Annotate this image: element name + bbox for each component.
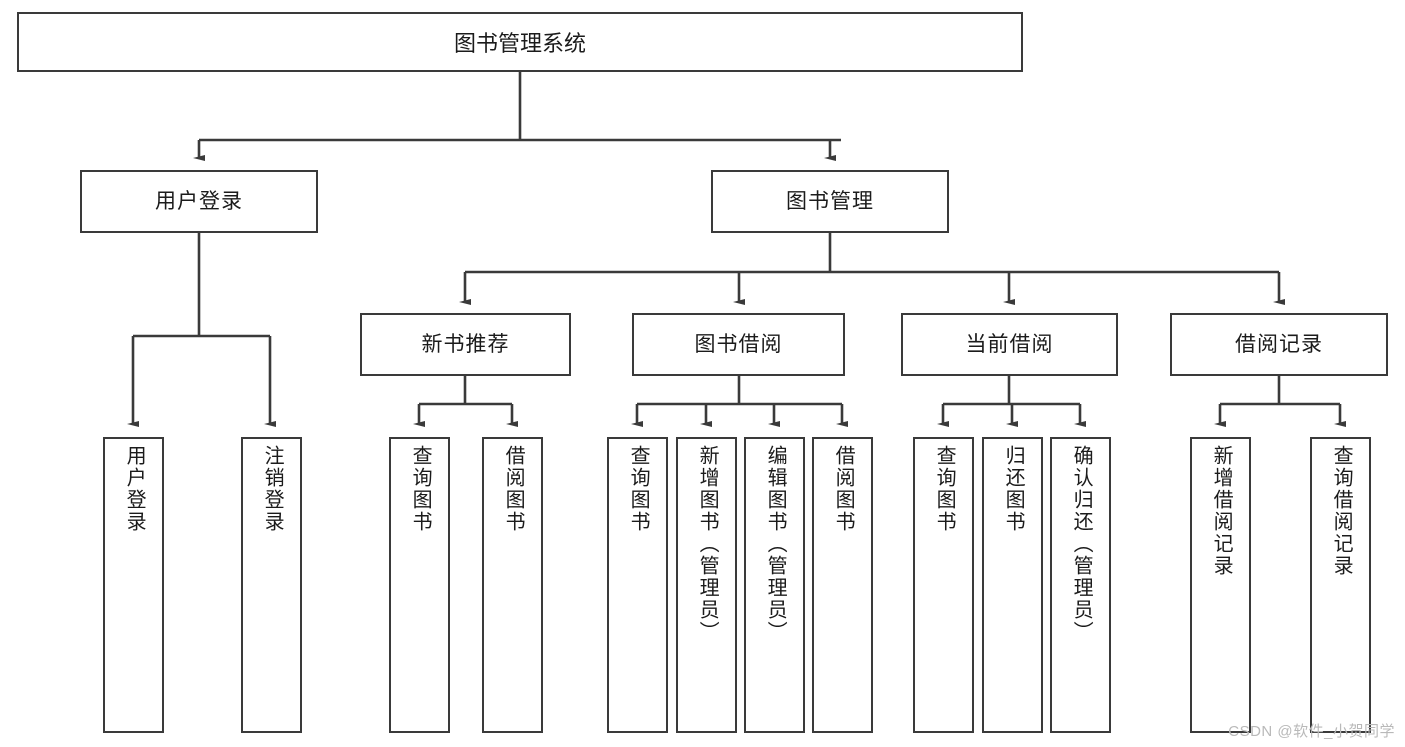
leaf-label: 查询借阅记录 (1330, 445, 1353, 577)
leaf-label: 编辑图书（管理员） (764, 445, 787, 643)
leaf-borrow-query-book[interactable]: 查询图书 (607, 437, 668, 733)
node-new-book-recommend[interactable]: 新书推荐 (360, 313, 571, 376)
leaf-label: 借阅图书 (502, 445, 525, 533)
leaf-label: 查询图书 (627, 445, 650, 533)
node-book-borrow[interactable]: 图书借阅 (632, 313, 845, 376)
leaf-label: 新增图书（管理员） (696, 445, 719, 643)
leaf-label: 新增借阅记录 (1210, 445, 1233, 577)
node-user-login[interactable]: 用户登录 (80, 170, 318, 233)
leaf-label: 查询图书 (933, 445, 956, 533)
leaf-new-book-borrow[interactable]: 借阅图书 (482, 437, 543, 733)
leaf-label: 确认归还（管理员） (1070, 445, 1093, 643)
leaf-label: 借阅图书 (832, 445, 855, 533)
leaf-current-query-book[interactable]: 查询图书 (913, 437, 974, 733)
watermark-text: CSDN @软件_小贺同学 (1228, 723, 1395, 740)
leaf-label: 查询图书 (409, 445, 432, 533)
leaf-borrow-add-book[interactable]: 新增图书（管理员） (676, 437, 737, 733)
leaf-current-return-book[interactable]: 归还图书 (982, 437, 1043, 733)
leaf-new-book-query[interactable]: 查询图书 (389, 437, 450, 733)
node-root-system[interactable]: 图书管理系统 (17, 12, 1023, 72)
leaf-user-login-login[interactable]: 用户登录 (103, 437, 164, 733)
leaf-label: 归还图书 (1002, 445, 1025, 533)
leaf-record-query[interactable]: 查询借阅记录 (1310, 437, 1371, 733)
leaf-borrow-borrow-book[interactable]: 借阅图书 (812, 437, 873, 733)
leaf-label: 注销登录 (261, 445, 284, 533)
node-book-management[interactable]: 图书管理 (711, 170, 949, 233)
leaf-user-login-logout[interactable]: 注销登录 (241, 437, 302, 733)
leaf-label: 用户登录 (123, 445, 146, 533)
node-borrow-record[interactable]: 借阅记录 (1170, 313, 1388, 376)
leaf-current-confirm-return[interactable]: 确认归还（管理员） (1050, 437, 1111, 733)
leaf-record-add[interactable]: 新增借阅记录 (1190, 437, 1251, 733)
node-current-borrow[interactable]: 当前借阅 (901, 313, 1118, 376)
leaf-borrow-edit-book[interactable]: 编辑图书（管理员） (744, 437, 805, 733)
